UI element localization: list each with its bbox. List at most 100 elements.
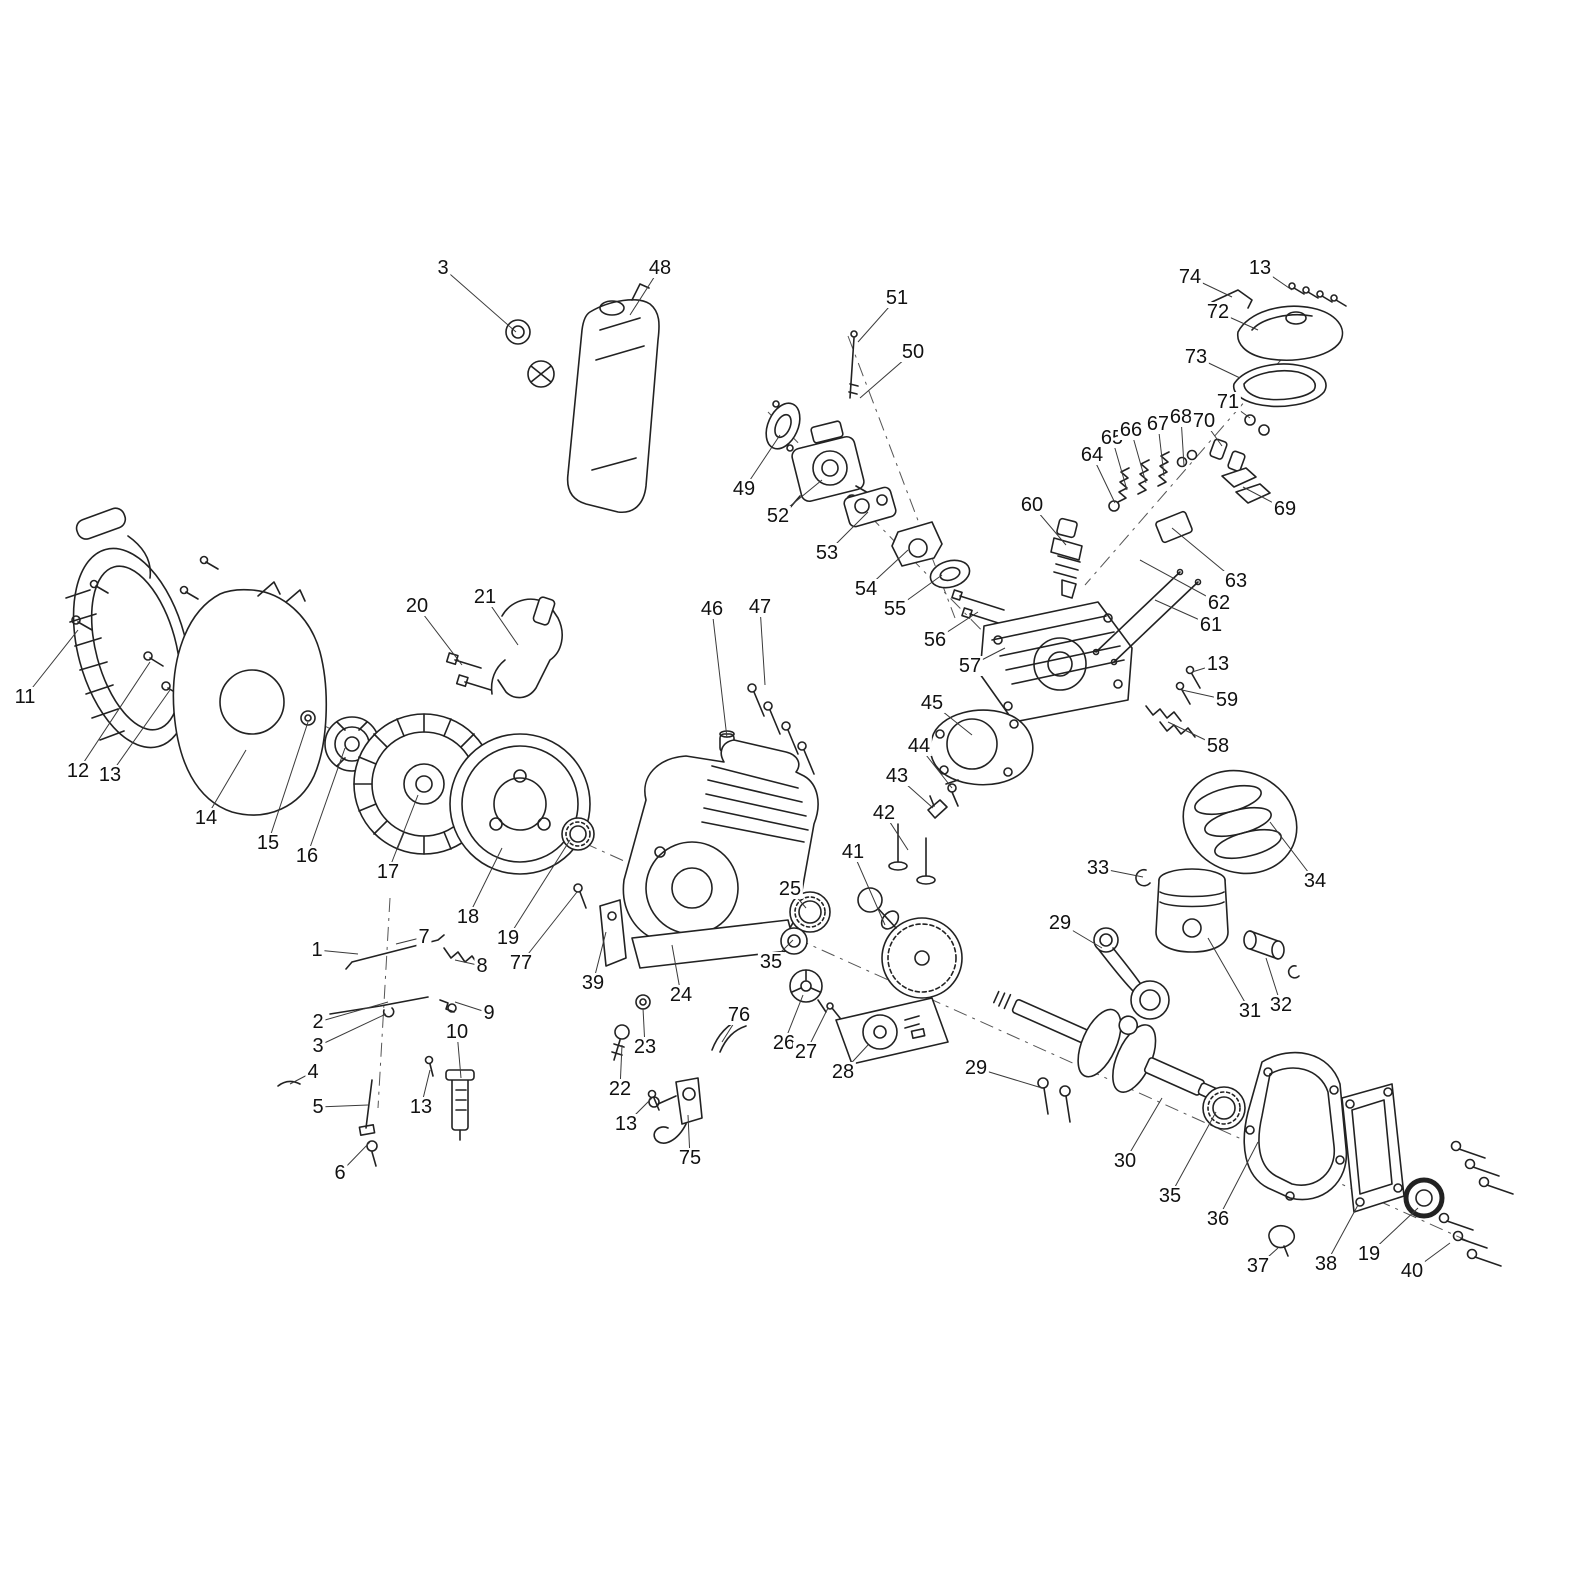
leader-line-39-57 [592,931,607,984]
oil-bolt-22 [611,1024,630,1061]
push-rods [1092,568,1202,666]
leader-line-20-25 [416,605,463,666]
coil-bolts [445,652,492,691]
cover-gasket-73 [1232,363,1327,408]
leader-line-77-52 [520,891,578,964]
rocker-44 [945,779,959,807]
nut-23 [635,994,651,1010]
leader-line-11-33 [24,629,79,698]
oil-slinger-assembly [835,997,949,1065]
leader-line-13-31 [1191,663,1219,673]
cover-bolts-40 [1438,1140,1514,1267]
leader-line-73-7 [1195,356,1241,379]
starter-handle [75,507,127,540]
leader-line-70-13 [1203,420,1223,447]
guide-plate-63 [1155,510,1193,544]
leader-line-16-45 [306,747,346,857]
leader-line-4-71 [289,1071,314,1085]
leader-line-54-20 [865,549,909,590]
leader-line-13-37 [109,689,171,776]
ignition-coil [490,596,563,699]
leader-lines [24,267,1451,1272]
valve-cover [1237,305,1344,361]
breather-37 [1268,1224,1296,1257]
insulator-54 [891,521,943,567]
leader-line-3-62 [317,1013,387,1047]
head-screw-13 [1185,665,1201,689]
leader-line-36-80 [1217,1141,1259,1220]
leader-line-23-67 [642,1007,646,1048]
fuel-cap [505,319,555,388]
leader-line-13-73 [420,1069,431,1108]
choke-lever [445,1069,475,1141]
head-gasket-45 [929,709,1034,786]
leader-line-6-77 [339,1141,371,1174]
screw-13-choke [424,1055,434,1077]
recoil-starter-assembly [65,507,192,749]
leader-line-43-39 [896,775,934,809]
leader-line-76-68 [721,1014,740,1043]
governor-linkage [277,934,484,1167]
leader-line-19-51 [507,839,571,939]
gasket-55 [929,559,971,589]
leader-line-38-82 [1325,1204,1359,1265]
leader-line-40-84 [1411,1242,1451,1272]
carburetor [787,420,871,511]
valve-caps-70 [1209,438,1246,472]
leader-line-33-43 [1097,867,1144,878]
leader-line-17-47 [387,794,419,873]
leader-line-30-76 [1124,1097,1163,1162]
governor-26 [789,969,827,1013]
leader-line-51-2 [857,297,898,343]
stop-switch-75 [648,1077,703,1144]
leader-line-8-55 [454,959,483,967]
leader-line-32-59 [1265,957,1282,1006]
cylinder-head [979,601,1133,723]
leader-line-55-23 [894,574,943,610]
leader-line-67-11 [1157,423,1165,477]
bearing-35-right [1202,1086,1246,1130]
head-studs-56 [951,589,1015,629]
leader-line-5-75 [317,1104,369,1108]
leader-line-19-83 [1368,1207,1419,1255]
leader-line-47-28 [759,606,766,686]
connecting-rod [1093,927,1170,1020]
leader-line-9-63 [454,1001,490,1014]
leader-line-41-46 [852,851,886,926]
leader-line-50-3 [859,351,914,399]
leader-line-2-60 [317,1001,389,1023]
leader-line-26-64 [783,994,804,1044]
crankshaft [992,990,1239,1110]
leader-line-34-44 [1269,821,1316,882]
leader-line-46-27 [711,608,728,739]
leader-line-13-5 [1259,267,1293,291]
leader-line-58-35 [1167,721,1219,747]
cover-screws-13 [1288,282,1347,307]
tube-76 [711,1017,747,1053]
seal-35 [780,927,808,955]
leader-line-12-36 [77,661,151,772]
leader-line-64-14 [1091,454,1116,504]
gasket-53 [843,486,897,528]
camshaft [857,887,963,999]
piston [1155,868,1229,953]
leader-line-37-81 [1257,1247,1279,1267]
screw-77 [573,883,587,909]
spark-plug [1050,517,1083,599]
screw-59 [1175,681,1191,705]
leader-line-66-10 [1130,429,1147,484]
rod-bolts-29 [1037,1077,1071,1123]
rocker-43 [927,795,948,819]
fuel-tank [566,283,660,513]
leader-line-31-58 [1207,937,1251,1012]
carb-stud-51 [848,330,859,399]
leader-line-29-72 [975,1067,1043,1089]
valves-42 [888,823,936,885]
leader-line-68-12 [1180,416,1185,467]
leader-line-14-40 [205,749,247,819]
nuts-71 [1244,414,1270,436]
leader-line-18-50 [467,847,503,918]
pin-27 [826,1002,841,1019]
leader-line-22-69 [619,1044,623,1090]
